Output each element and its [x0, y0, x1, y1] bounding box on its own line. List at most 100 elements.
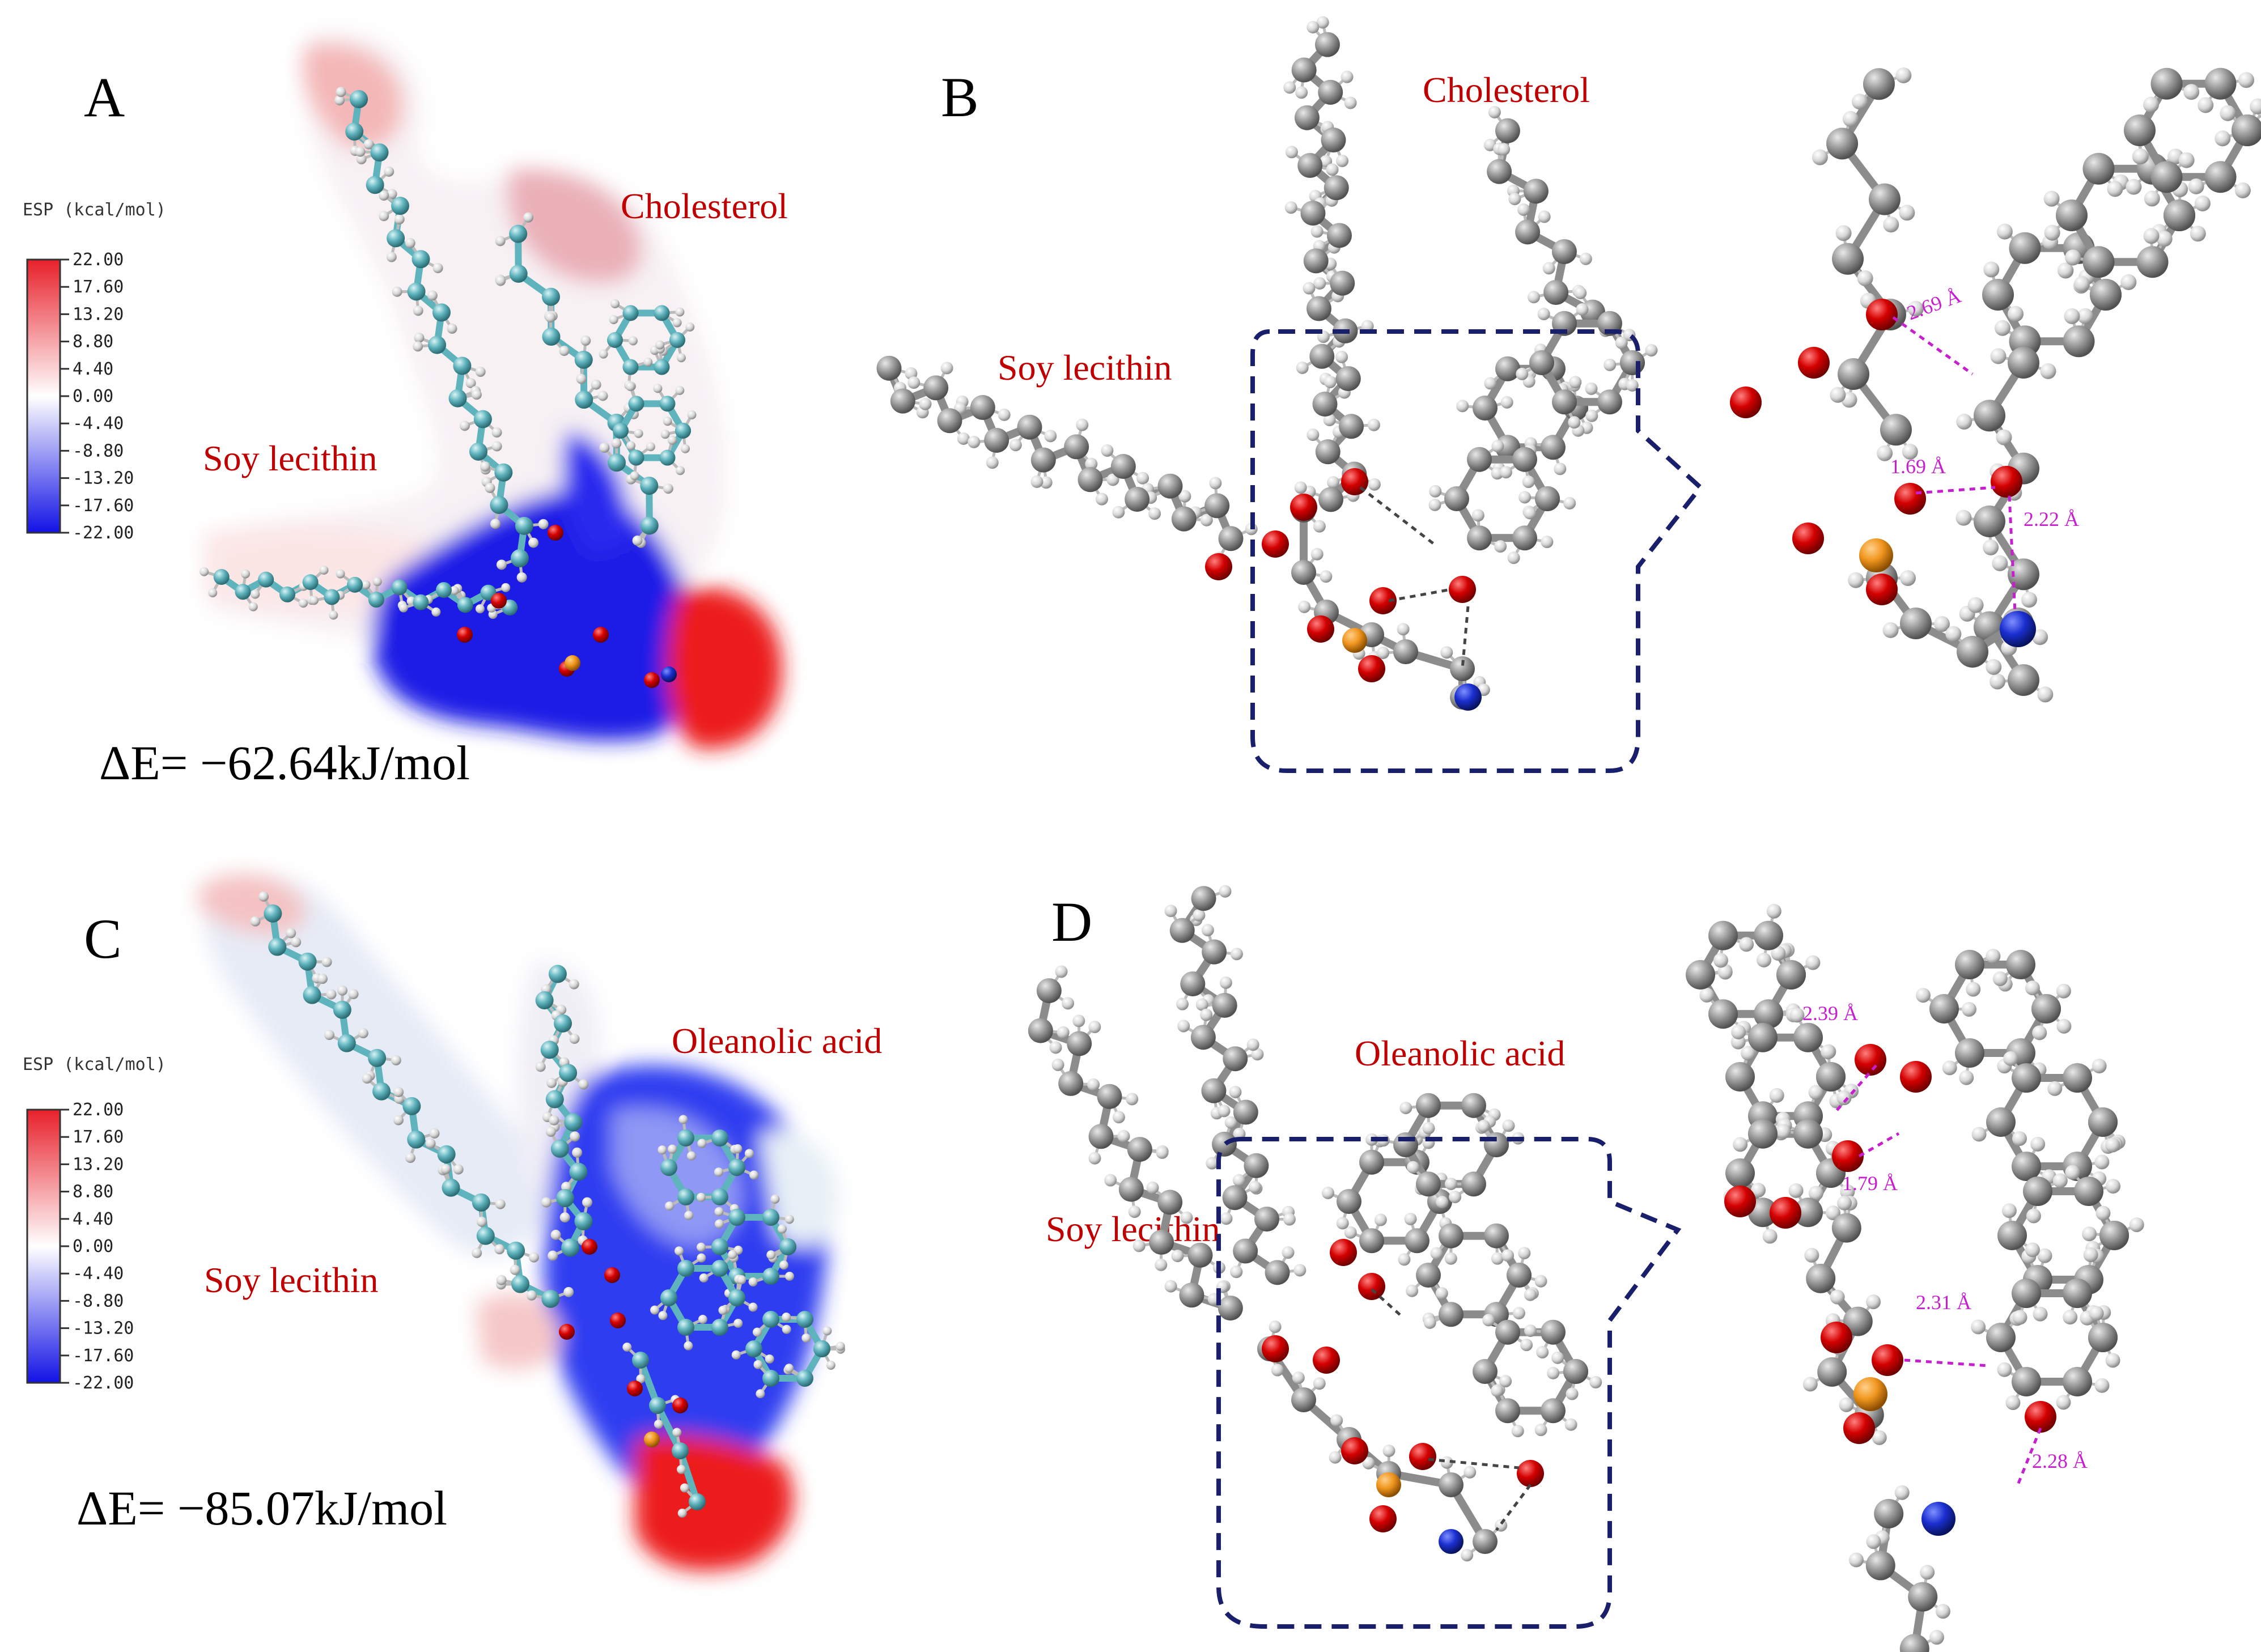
oxygen-atom	[1832, 1140, 1864, 1172]
hydrogen-atom	[2021, 592, 2037, 608]
carbon-atom	[407, 1130, 426, 1149]
hydrogen-atom	[1508, 193, 1521, 206]
hydrogen-atom	[1534, 1424, 1547, 1437]
callout-box-b	[1250, 329, 1704, 773]
carbon-atom	[559, 1064, 578, 1082]
hydrogen-atom	[766, 1250, 776, 1260]
oxygen-atom	[2025, 1401, 2056, 1433]
hydrogen-atom	[1323, 376, 1337, 389]
hydrogen-atom	[1502, 1119, 1515, 1132]
hydrogen-atom	[361, 580, 371, 589]
carbon-atom	[1523, 179, 1549, 204]
hydrogen-atom	[699, 1273, 709, 1282]
hydrogen-atom	[1848, 572, 1864, 588]
hydrogen-atom	[636, 1374, 646, 1383]
hydrogen-atom	[526, 1290, 537, 1301]
hydrogen-atom	[1498, 143, 1511, 156]
carbon-atom	[1097, 1084, 1122, 1109]
hydrogen-atom	[1569, 376, 1582, 389]
hydrogen-atom	[1942, 1060, 1957, 1076]
hydrogen-atom	[2026, 1208, 2041, 1224]
carbon-atom	[1908, 1582, 1938, 1612]
hydrogen-atom	[1323, 414, 1336, 427]
hydrogen-atom	[1271, 1364, 1284, 1377]
hydrogen-bond	[1858, 1132, 1900, 1158]
carbon-atom	[1180, 971, 1206, 997]
carbon-atom	[728, 1159, 745, 1176]
carbon-atom	[554, 1014, 572, 1033]
hydrogen-atom	[1837, 1195, 1852, 1211]
esp-tick-label: 13.20	[73, 1154, 124, 1174]
hydrogen-atom	[2047, 1081, 2063, 1096]
distance-label: 2.22 Å	[2024, 508, 2079, 530]
hydrogen-atom	[2037, 686, 2054, 703]
carbon-atom	[402, 1097, 421, 1115]
carbon-atom	[448, 389, 467, 407]
hydrogen-atom	[2094, 1378, 2110, 1393]
hydrogen-atom	[1579, 252, 1592, 265]
hydrogen-atom	[1915, 988, 1931, 1003]
carbon-atom	[1495, 118, 1520, 143]
carbon-atom	[2136, 246, 2169, 278]
hydrogen-atom	[1313, 1377, 1326, 1390]
carbon-atom	[675, 423, 691, 439]
carbon-atom	[711, 1238, 728, 1255]
carbon-atom	[1982, 279, 2014, 311]
carbon-atom	[2009, 232, 2041, 264]
carbon-atom	[1439, 1302, 1464, 1327]
hydrogen-atom	[1524, 1324, 1537, 1337]
carbon-atom	[1467, 447, 1492, 472]
hydrogen-atom	[1088, 1152, 1101, 1165]
hydrogen-atom	[628, 336, 638, 346]
hydrogen-atom	[1929, 1630, 1944, 1645]
carbon-atom	[2204, 67, 2237, 100]
hydrogen-atom	[548, 1250, 558, 1261]
hydrogen-atom	[591, 379, 601, 390]
carbon-atom	[453, 356, 472, 375]
hydrogen-atom	[472, 1247, 482, 1258]
carbon-atom	[1291, 560, 1316, 585]
hydrogen-atom	[1382, 1445, 1395, 1458]
hydrogen-atom	[1564, 1418, 1577, 1431]
carbon-atom	[1254, 1207, 1279, 1232]
carbon-atom	[1416, 1263, 1441, 1288]
hydrogen-atom	[907, 376, 920, 389]
hydrogen-bond	[1359, 486, 1435, 545]
hydrogen-atom	[660, 430, 670, 439]
hydrogen-atom	[480, 461, 491, 472]
hydrogen-atom	[1805, 955, 1821, 970]
carbon-atom	[1201, 1078, 1227, 1103]
hydrogen-atom	[1112, 1111, 1125, 1124]
esp-tick-label: 0.00	[73, 387, 113, 406]
hydrogen-atom	[1009, 439, 1022, 452]
hydrogen-atom	[1436, 1196, 1449, 1209]
oxygen-atom	[1821, 1322, 1852, 1353]
hydrogen-atom	[1406, 1284, 1419, 1297]
carbon-atom	[1495, 1319, 1520, 1345]
hydrogen-atom	[476, 1216, 487, 1227]
carbon-atom	[1300, 201, 1326, 226]
hydrogen-atom	[1933, 616, 1950, 632]
carbon-atom	[1169, 918, 1195, 943]
hydrogen-atom	[523, 212, 534, 223]
oxygen-atom	[1798, 347, 1830, 379]
hydrogen-atom	[1839, 1397, 1854, 1412]
carbon-atom	[728, 1289, 745, 1306]
hydrogen-atom	[2083, 1247, 2098, 1263]
esp-tick-label: 0.00	[73, 1237, 113, 1256]
hydrogen-atom	[1087, 1078, 1100, 1091]
carbon-atom	[1974, 400, 2005, 432]
carbon-atom	[510, 549, 529, 568]
hydrogen-atom	[1230, 1265, 1243, 1279]
carbon-atom	[2164, 199, 2195, 231]
carbon-atom	[2090, 279, 2122, 311]
carbon-atom	[2031, 994, 2061, 1024]
panel-c: C ESP (kcal/mol) 22.0017.6013.208.804.40…	[23, 873, 882, 1571]
oxygen-atom	[672, 1398, 688, 1413]
carbon-atom	[1190, 1025, 1216, 1050]
carbon-atom	[457, 597, 473, 613]
carbon-atom	[476, 1226, 495, 1245]
hydrogen-atom	[1959, 1070, 1974, 1085]
hydrogen-atom	[756, 1389, 765, 1399]
hydrogen-atom	[1193, 908, 1206, 921]
